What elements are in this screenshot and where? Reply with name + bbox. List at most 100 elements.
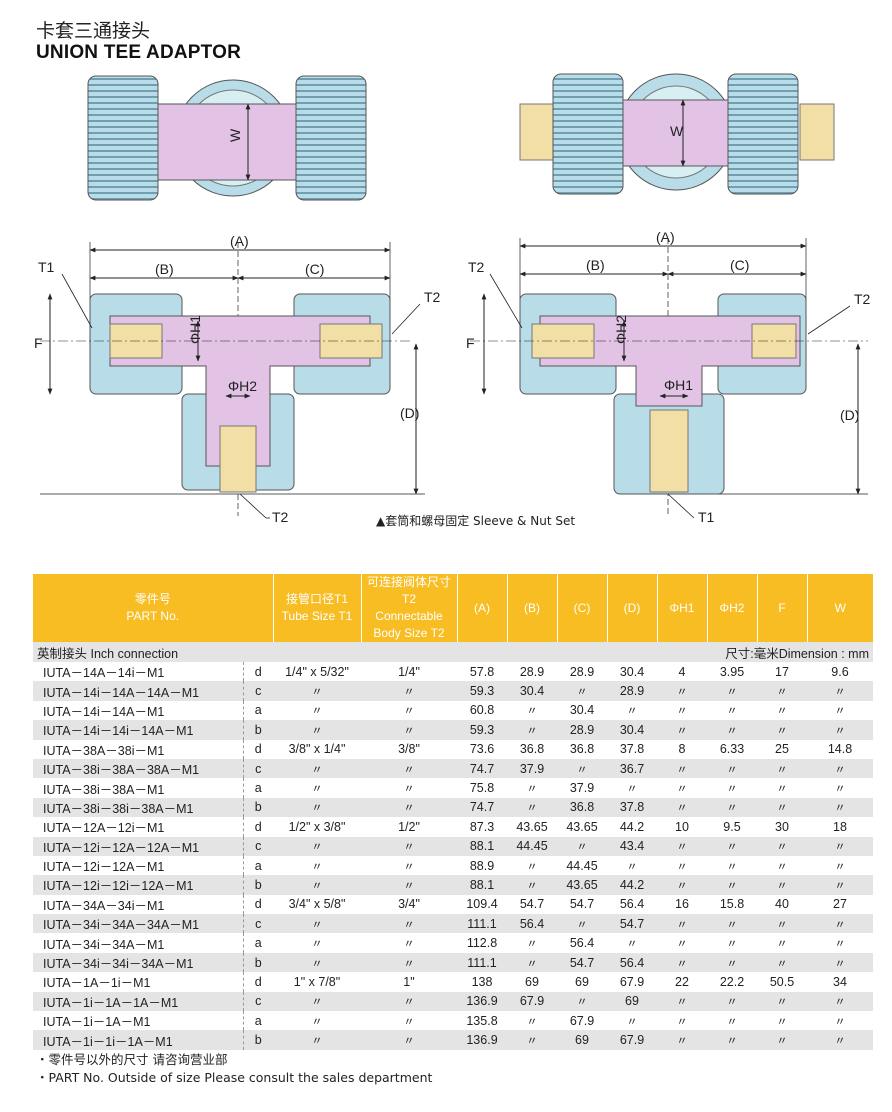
a-cell: 73.6 — [457, 739, 507, 759]
t1-cell: 〃 — [273, 855, 361, 876]
part-number-cell: IUTA－38i－38i－38A－M1 — [33, 797, 243, 818]
f-cell: 〃 — [757, 778, 807, 798]
b-cell: 69 — [507, 972, 557, 992]
w-cell: 9.6 — [807, 662, 873, 682]
h1-cell: 〃 — [657, 797, 707, 818]
h2-cell: 〃 — [707, 700, 757, 721]
t2-cell: 〃 — [361, 855, 457, 876]
f-cell: 〃 — [757, 797, 807, 818]
b-cell: 54.7 — [507, 894, 557, 915]
h2-cell: 9.5 — [707, 817, 757, 837]
w-cell: 〃 — [807, 758, 873, 779]
c-cell: 54.7 — [557, 952, 607, 973]
header-part-cn: 零件号 — [134, 592, 171, 606]
d-cell: 37.8 — [607, 739, 657, 759]
h2-cell: 〃 — [707, 778, 757, 798]
d-cell: 67.9 — [607, 1030, 657, 1050]
d-cell: 56.4 — [607, 894, 657, 915]
h2-cell: 6.33 — [707, 739, 757, 759]
t2-cell: 〃 — [361, 933, 457, 953]
c-cell: 30.4 — [557, 700, 607, 721]
h2-cell: 〃 — [707, 720, 757, 740]
a-cell: 111.1 — [457, 914, 507, 934]
header-t1-en: Tube Size T1 — [281, 609, 353, 623]
t1-cell: 〃 — [273, 778, 361, 798]
dimension-unit-label: 尺寸:毫米Dimension : mm — [657, 642, 873, 662]
t2-cell: 〃 — [361, 681, 457, 701]
w-cell: 〃 — [807, 991, 873, 1012]
type-cell: b — [242, 720, 273, 740]
type-cell: c — [242, 836, 273, 856]
b-cell: 〃 — [507, 778, 557, 798]
type-cell: a — [242, 700, 273, 721]
c-cell: 56.4 — [557, 933, 607, 953]
c-cell: 28.9 — [557, 662, 607, 682]
c-cell: 〃 — [557, 758, 607, 779]
c-cell: 54.7 — [557, 894, 607, 915]
t1-cell: 〃 — [273, 720, 361, 740]
a-cell: 88.1 — [457, 875, 507, 895]
a-cell: 109.4 — [457, 894, 507, 915]
d-cell: 〃 — [607, 1011, 657, 1031]
c-cell: 36.8 — [557, 797, 607, 818]
d-cell: 37.8 — [607, 797, 657, 818]
header-tube-size: 接管口径T1 Tube Size T1 — [273, 574, 362, 642]
header-t2-en1: Connectable — [375, 609, 443, 623]
a-cell: 75.8 — [457, 778, 507, 798]
a-cell: 74.7 — [457, 797, 507, 818]
h2-cell: 〃 — [707, 855, 757, 876]
d-cell: 36.7 — [607, 758, 657, 779]
d-cell: 〃 — [607, 855, 657, 876]
h2-cell: 〃 — [707, 797, 757, 818]
b-cell: 67.9 — [507, 991, 557, 1012]
h1-cell: 〃 — [657, 933, 707, 953]
t1-cell: 〃 — [273, 875, 361, 895]
t1-cell: 1/2" x 3/8" — [273, 817, 361, 837]
b-cell: 36.8 — [507, 739, 557, 759]
type-cell: d — [242, 739, 273, 759]
t2-cell: 3/4" — [361, 894, 457, 915]
t1-cell: 1/4" x 5/32" — [273, 662, 361, 682]
a-label-left: (A) — [230, 233, 249, 249]
d-cell: 30.4 — [607, 662, 657, 682]
f-cell: 〃 — [757, 933, 807, 953]
t2-cell: 1/4" — [361, 662, 457, 682]
h2-cell: 22.2 — [707, 972, 757, 992]
f-cell: 〃 — [757, 720, 807, 740]
w-cell: 〃 — [807, 836, 873, 856]
h1-cell: 16 — [657, 894, 707, 915]
w-cell: 〃 — [807, 797, 873, 818]
header-part-no: 零件号 PART No. — [33, 574, 274, 642]
h1-cell: 〃 — [657, 720, 707, 740]
h1-label-left: ΦH1 — [187, 315, 203, 344]
f-cell: 25 — [757, 739, 807, 759]
w-cell: 〃 — [807, 933, 873, 953]
h1-cell: 〃 — [657, 1030, 707, 1050]
type-cell: c — [242, 681, 273, 701]
b-cell: 〃 — [507, 952, 557, 973]
t2-cell: 〃 — [361, 836, 457, 856]
section-label: 英制接头 Inch connection — [33, 642, 657, 662]
w-label-left: W — [227, 128, 243, 142]
d-cell: 〃 — [607, 700, 657, 721]
a-cell: 60.8 — [457, 700, 507, 721]
t2-cell: 〃 — [361, 1030, 457, 1050]
a-cell: 87.3 — [457, 817, 507, 837]
f-cell: 〃 — [757, 914, 807, 934]
d-cell: 44.2 — [607, 875, 657, 895]
type-cell: a — [242, 855, 273, 876]
f-cell: 40 — [757, 894, 807, 915]
h2-cell: 〃 — [707, 875, 757, 895]
h2-cell: 〃 — [707, 933, 757, 953]
footer-note-cn: ・零件号以外的尺寸 请咨询营业部 — [36, 1052, 228, 1067]
section-row: 英制接头 Inch connection 尺寸:毫米Dimension : mm — [33, 642, 873, 662]
b-cell: 〃 — [507, 797, 557, 818]
part-number-cell: IUTA－12A－12i－M1 — [33, 817, 243, 837]
